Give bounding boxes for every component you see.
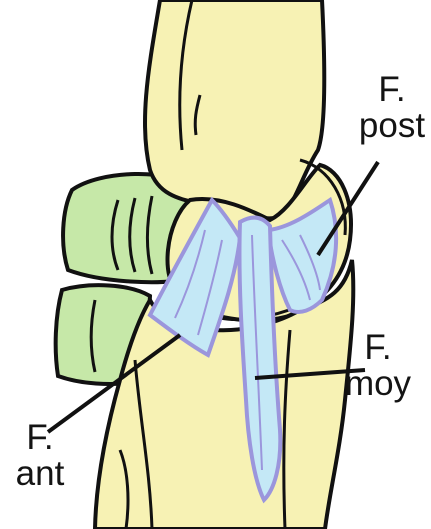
label-f-post: F. post — [352, 72, 431, 144]
humerus-bone — [145, 0, 324, 218]
label-f-moy-line2: moy — [338, 366, 418, 402]
label-f-post-line1: F. — [352, 72, 431, 108]
label-f-ant-line1: F. — [0, 420, 80, 456]
label-f-ant: F. ant — [0, 420, 80, 492]
label-f-ant-line2: ant — [0, 456, 80, 492]
label-f-moy: F. moy — [338, 330, 418, 402]
label-f-post-line2: post — [352, 108, 431, 144]
label-f-moy-line1: F. — [338, 330, 418, 366]
